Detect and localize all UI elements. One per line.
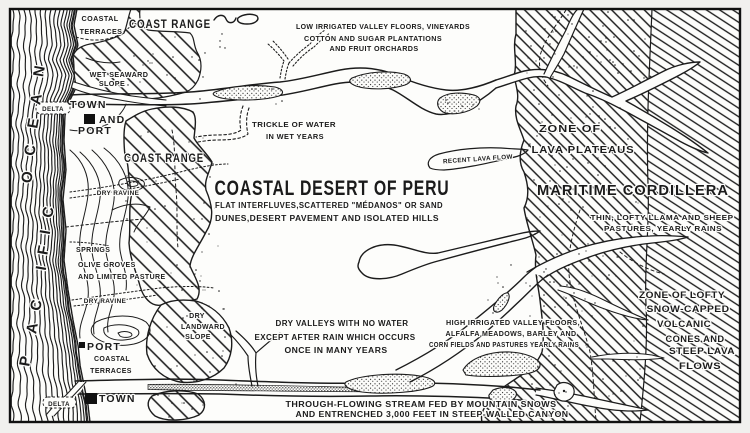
svg-text:SPRINGS: SPRINGS xyxy=(76,247,110,254)
svg-text:COTTON AND SUGAR PLANTATIONS: COTTON AND SUGAR PLANTATIONS xyxy=(304,34,442,43)
svg-text:I: I xyxy=(37,229,54,236)
svg-text:DELTA: DELTA xyxy=(42,106,64,113)
svg-text:COASTAL: COASTAL xyxy=(94,356,130,363)
svg-text:COASTAL: COASTAL xyxy=(81,14,118,23)
svg-text:COAST RANGE: COAST RANGE xyxy=(129,19,211,31)
svg-text:TOWN: TOWN xyxy=(70,99,107,111)
svg-text:O: O xyxy=(18,170,37,185)
svg-text:DRY VALLEYS WITH NO WATER: DRY VALLEYS WITH NO WATER xyxy=(276,319,409,328)
svg-text:WET SEAWARD: WET SEAWARD xyxy=(90,70,149,79)
svg-text:SNOW-CAPPED: SNOW-CAPPED xyxy=(647,304,730,315)
svg-text:P: P xyxy=(16,355,34,368)
svg-text:LANDWARD: LANDWARD xyxy=(181,324,225,331)
svg-text:C: C xyxy=(39,205,58,219)
svg-text:THROUGH-FLOWING STREAM FED BY: THROUGH-FLOWING STREAM FED BY MOUNTAIN S… xyxy=(286,400,557,409)
svg-text:C: C xyxy=(21,143,40,157)
svg-text:C: C xyxy=(27,298,46,312)
svg-text:TERRACES: TERRACES xyxy=(90,368,132,375)
svg-text:FLOWS: FLOWS xyxy=(679,361,721,372)
svg-text:SLOPE: SLOPE xyxy=(99,79,125,88)
svg-text:LAVA PLATEAUS: LAVA PLATEAUS xyxy=(532,144,635,156)
svg-text:I: I xyxy=(33,265,50,272)
svg-text:PASTURES, YEARLY RAINS: PASTURES, YEARLY RAINS xyxy=(604,226,722,233)
svg-text:DRY RAVINE: DRY RAVINE xyxy=(97,190,140,197)
svg-text:EXCEPT AFTER RAIN WHICH OCCURS: EXCEPT AFTER RAIN WHICH OCCURS xyxy=(255,333,416,342)
svg-text:HIGH IRRIGATED VALLEY FLOORS,: HIGH IRRIGATED VALLEY FLOORS, xyxy=(446,318,580,327)
svg-text:VOLCANIC: VOLCANIC xyxy=(657,319,711,330)
svg-text:COAST RANGE: COAST RANGE xyxy=(124,153,204,165)
svg-text:ALFALFA MEADOWS, BARLEY AND: ALFALFA MEADOWS, BARLEY AND xyxy=(446,329,577,338)
svg-text:CONES AND: CONES AND xyxy=(666,334,725,345)
svg-text:FLAT INTERFLUVES,SCATTERED "MÉ: FLAT INTERFLUVES,SCATTERED "MÉDANOS" OR … xyxy=(215,201,443,210)
svg-text:TOWN: TOWN xyxy=(99,393,136,405)
svg-text:OLIVE GROVES: OLIVE GROVES xyxy=(78,262,136,269)
svg-text:A: A xyxy=(23,321,42,335)
svg-text:E: E xyxy=(24,117,42,130)
svg-text:SLOPE: SLOPE xyxy=(185,334,211,341)
svg-text:DELTA: DELTA xyxy=(48,401,70,408)
svg-text:ZONE OF: ZONE OF xyxy=(539,123,601,135)
svg-text:A: A xyxy=(27,92,46,106)
svg-text:LOW IRRIGATED VALLEY FLOORS, V: LOW IRRIGATED VALLEY FLOORS, VINEYARDS xyxy=(296,22,470,31)
svg-text:ONCE IN MANY YEARS: ONCE IN MANY YEARS xyxy=(285,346,388,355)
svg-text:PORT: PORT xyxy=(87,341,121,353)
svg-text:AND LIMITED PASTURE: AND LIMITED PASTURE xyxy=(78,274,166,281)
svg-text:COASTAL DESERT OF PERU: COASTAL DESERT OF PERU xyxy=(215,177,450,200)
svg-text:MARITIME CORDILLERA: MARITIME CORDILLERA xyxy=(537,182,729,199)
svg-text:ZONE OF LOFTY: ZONE OF LOFTY xyxy=(639,290,725,301)
svg-text:AND FRUIT ORCHARDS: AND FRUIT ORCHARDS xyxy=(330,44,419,53)
svg-text:DRY: DRY xyxy=(189,313,205,320)
svg-text:F: F xyxy=(34,244,52,256)
svg-text:CORN FIELDS AND PASTURES YEARL: CORN FIELDS AND PASTURES YEARLY RAINS xyxy=(429,340,579,349)
svg-text:DRY RAVINE: DRY RAVINE xyxy=(84,298,127,305)
svg-text:THIN, LOFTY LLAMA AND SHEEP: THIN, LOFTY LLAMA AND SHEEP xyxy=(591,215,734,222)
svg-text:PORT: PORT xyxy=(78,125,112,137)
svg-text:DUNES,DESERT PAVEMENT AND ISOL: DUNES,DESERT PAVEMENT AND ISOLATED HILLS xyxy=(215,214,439,223)
svg-text:AND ENTRENCHED 3,000 FEET IN S: AND ENTRENCHED 3,000 FEET IN STEEP-WALLE… xyxy=(296,410,569,419)
svg-text:TERRACES: TERRACES xyxy=(80,27,123,36)
svg-text:STEEP LAVA: STEEP LAVA xyxy=(669,346,735,357)
svg-text:TRICKLE OF WATER: TRICKLE OF WATER xyxy=(252,120,336,129)
svg-text:AND: AND xyxy=(99,114,125,126)
svg-text:N: N xyxy=(30,64,49,78)
svg-text:IN WET YEARS: IN WET YEARS xyxy=(266,132,324,141)
